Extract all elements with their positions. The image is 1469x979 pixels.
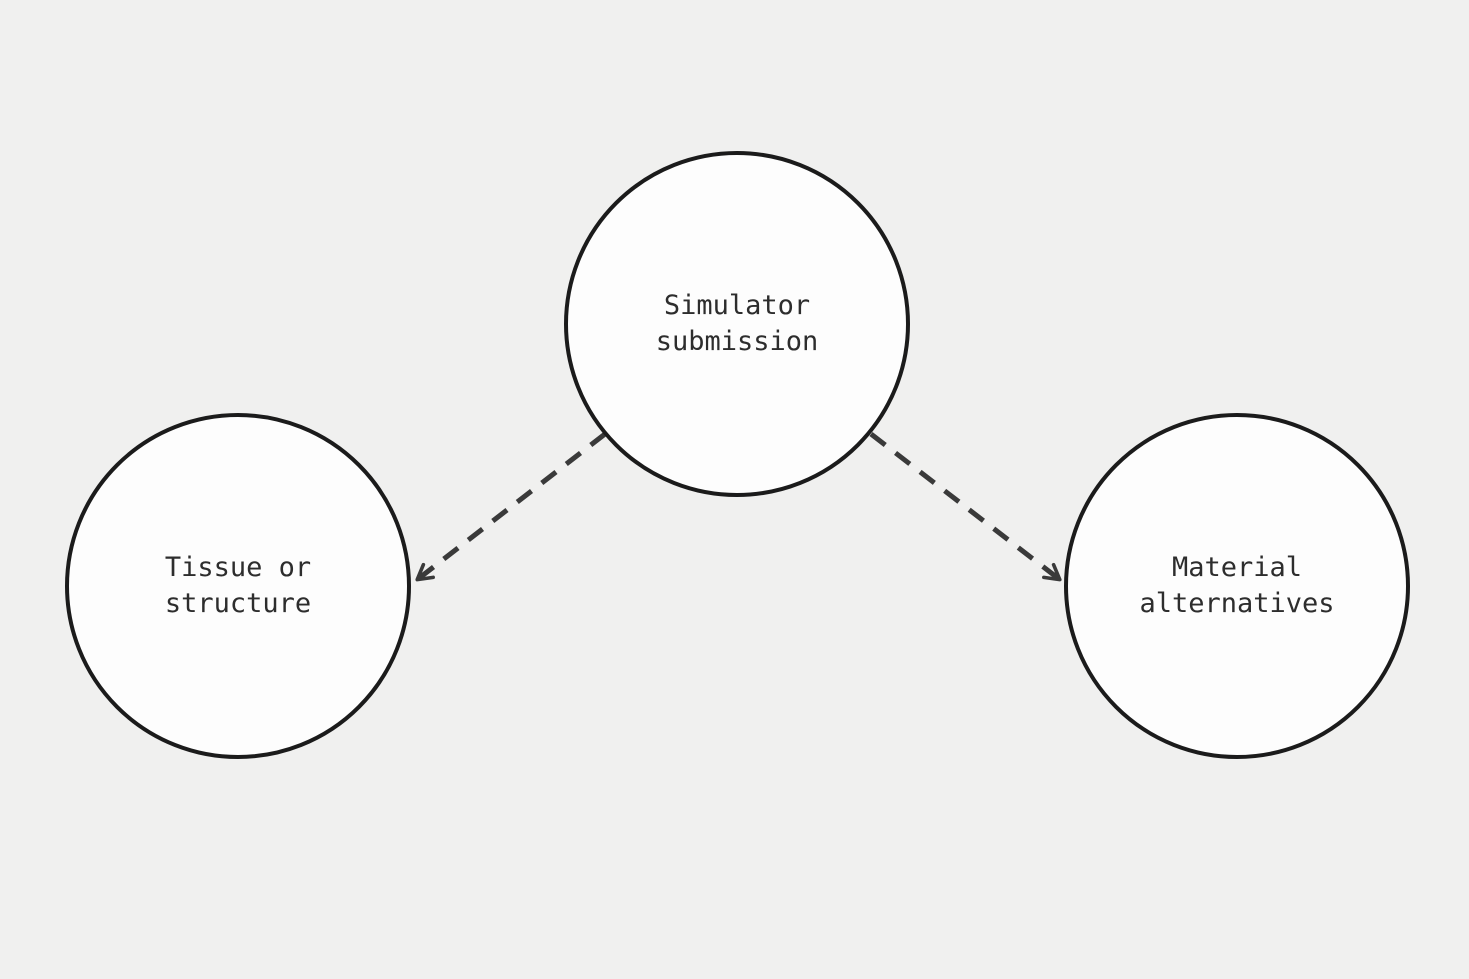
edge-simulator-to-tissue[interactable] (415, 432, 607, 582)
node-label-line: Tissue or (164, 552, 312, 583)
node-label-line: Simulator (663, 290, 811, 321)
node-material-alternatives[interactable]: Material alternatives (1064, 413, 1410, 759)
node-label-line: submission (655, 326, 819, 357)
edge-simulator-to-material[interactable] (869, 432, 1062, 582)
node-label-line: Material (1171, 552, 1303, 583)
node-simulator-submission[interactable]: Simulator submission (564, 151, 910, 497)
node-label-line: structure (164, 588, 312, 619)
node-label-line: alternatives (1139, 588, 1335, 619)
node-tissue-or-structure[interactable]: Tissue or structure (65, 413, 411, 759)
